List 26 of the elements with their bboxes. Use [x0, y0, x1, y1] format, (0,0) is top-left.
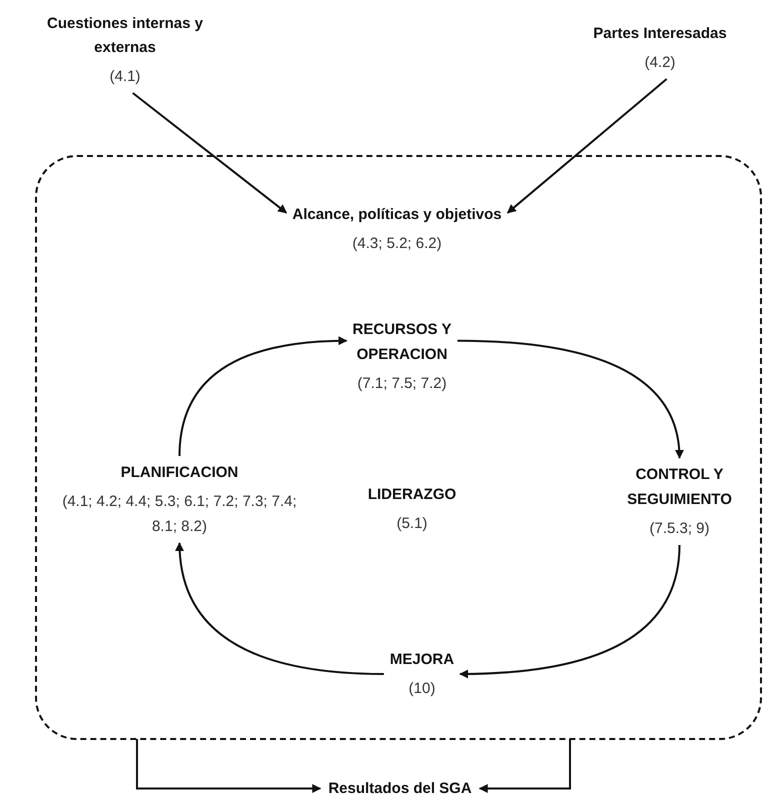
arrow [459, 544, 680, 678]
reference-numbers: (7.5.3; 9) [648, 519, 711, 539]
reference-numbers: (4.1) [108, 67, 142, 87]
reference-numbers: (4.2) [644, 53, 676, 73]
heading-text: PLANIFICACION [120, 463, 240, 483]
arrow [136, 739, 322, 793]
reference-numbers: (5.1) [396, 514, 428, 534]
heading-text: Cuestiones internas y externas [46, 14, 204, 58]
arrow [132, 92, 288, 214]
reference-numbers: (10) [408, 679, 436, 699]
heading-text: Alcance, políticas y objetivos [291, 205, 503, 225]
heading-text: LIDERAZGO [366, 485, 458, 505]
heading-text: CONTROL Y SEGUIMIENTO [626, 465, 733, 510]
arrow [176, 542, 384, 675]
heading-text: MEJORA [388, 650, 456, 670]
reference-numbers: (7.1; 7.5; 7.2) [356, 374, 448, 394]
arrow [506, 78, 668, 214]
heading-text: RECURSOS Y OPERACION [352, 320, 452, 365]
heading-text: Resultados del SGA [327, 779, 473, 799]
reference-numbers: (4.1; 4.2; 4.4; 5.3; 6.1; 7.2; 7.3; 7.4; 8.1; 8.2) [62, 492, 297, 537]
arrow [478, 739, 571, 793]
heading-text: Partes Interesadas [592, 24, 728, 44]
reference-numbers: (4.3; 5.2; 6.2) [351, 234, 443, 254]
dashed-frame [35, 155, 762, 740]
arrow [178, 336, 348, 456]
arrow [457, 340, 684, 459]
